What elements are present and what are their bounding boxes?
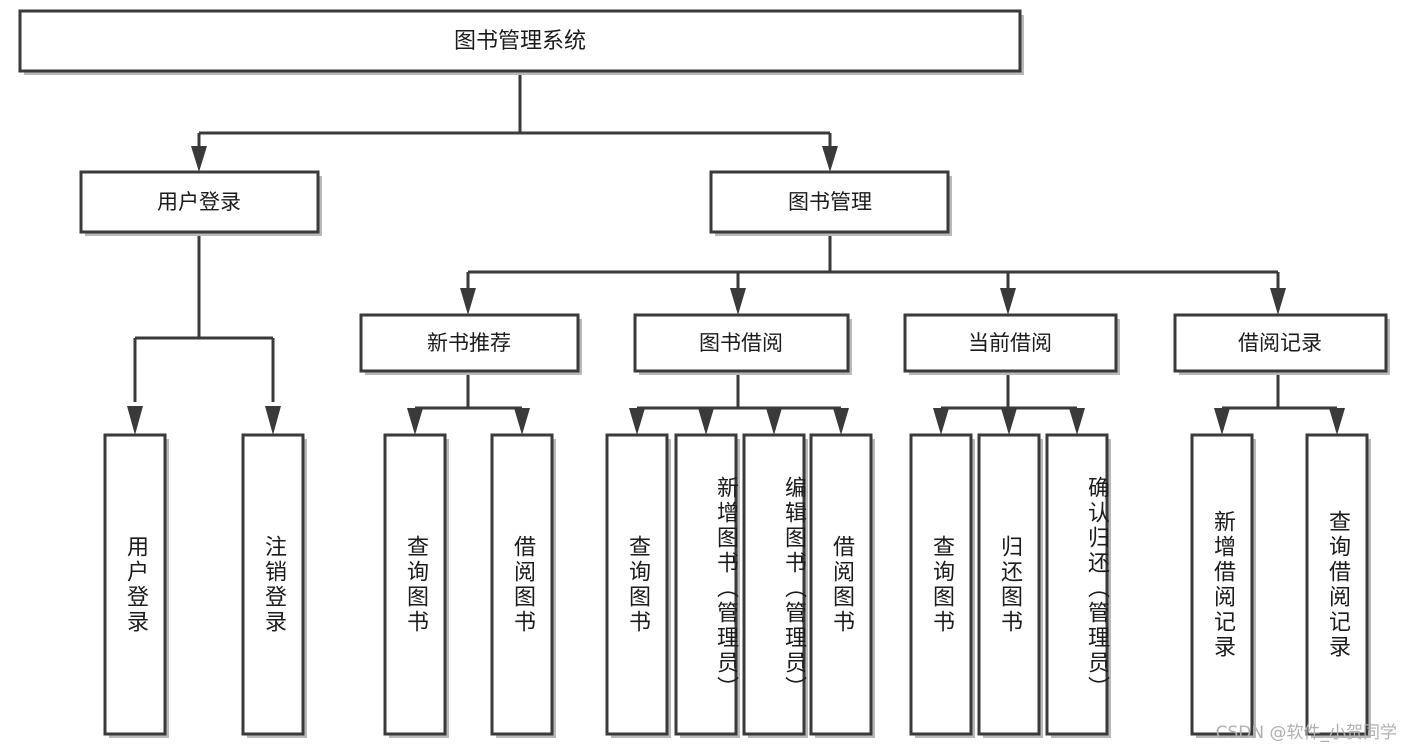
arrow-to-new-book [460, 288, 476, 315]
leaf-box [103, 433, 167, 736]
node-root[interactable]: 图书管理系统 [18, 9, 1024, 75]
leaf-box [241, 433, 305, 736]
arrow-to-current-borrow [1000, 288, 1016, 315]
new-book-label: 新书推荐 [427, 331, 511, 355]
node-new-book-recommend[interactable]: 新书推荐 [359, 313, 582, 375]
arrow-book-borrow-leaf-2 [698, 408, 714, 435]
node-current-borrow[interactable]: 当前借阅 [903, 313, 1120, 375]
arrow-borrow-record-leaf-2 [1329, 408, 1345, 435]
leaf-box [1045, 433, 1109, 736]
leaf-book-borrow-2[interactable] [674, 433, 740, 738]
leaf-user-login-1[interactable] [103, 433, 169, 738]
leaf-box [674, 433, 738, 736]
root-label: 图书管理系统 [454, 29, 586, 54]
leaf-book-borrow-3[interactable] [742, 433, 808, 738]
arrow-current-borrow-leaf-3 [1069, 408, 1085, 435]
leaf-box [809, 433, 873, 736]
connector-layer [127, 74, 1345, 435]
arrow-to-user-login [191, 146, 207, 172]
user-login-label: 用户登录 [157, 190, 241, 214]
user-login-box [79, 170, 320, 234]
leaf-box [605, 433, 669, 736]
arrow-new-book-leaf-2 [514, 408, 530, 435]
leaf-current-borrow-3[interactable] [1045, 433, 1111, 738]
arrow-current-borrow-leaf-1 [933, 408, 949, 435]
leaf-box [1305, 433, 1369, 736]
leaf-box [742, 433, 806, 736]
book-borrow-label: 图书借阅 [699, 331, 783, 355]
node-user-login[interactable]: 用户登录 [79, 170, 322, 236]
arrow-book-borrow-leaf-1 [629, 408, 645, 435]
leaf-box [490, 433, 554, 736]
node-book-management[interactable]: 图书管理 [709, 170, 952, 236]
node-book-borrow[interactable]: 图书借阅 [633, 313, 852, 375]
leaf-new-book-1[interactable] [383, 433, 449, 738]
new-book-box [359, 313, 580, 373]
leaf-book-borrow-1[interactable] [605, 433, 671, 738]
leaf-new-book-2[interactable] [490, 433, 556, 738]
arrow-borrow-record-leaf-1 [1214, 408, 1230, 435]
root-box [18, 9, 1022, 73]
leaf-box [383, 433, 447, 736]
leaf-borrow-record-2[interactable] [1305, 433, 1371, 738]
book-management-label: 图书管理 [788, 190, 872, 214]
leaf-book-borrow-4[interactable] [809, 433, 875, 738]
arrow-current-borrow-leaf-2 [1001, 408, 1017, 435]
leaf-borrow-record-1[interactable] [1190, 433, 1256, 738]
arrow-to-book-mgmt [822, 146, 838, 172]
current-borrow-box [903, 313, 1118, 373]
leaf-current-borrow-1[interactable] [909, 433, 975, 738]
arrow-new-book-leaf-1 [407, 408, 423, 435]
leaf-current-borrow-2[interactable] [977, 433, 1043, 738]
arrow-book-borrow-leaf-3 [766, 408, 782, 435]
book-borrow-box [633, 313, 850, 373]
node-borrow-record[interactable]: 借阅记录 [1173, 313, 1390, 375]
leaf-user-login-2[interactable] [241, 433, 307, 738]
leaf-box [977, 433, 1041, 736]
leaf-box [1190, 433, 1254, 736]
arrow-to-borrow-record [1270, 288, 1286, 315]
arrow-user-login-leaf-1 [127, 406, 143, 435]
arrow-user-login-leaf-2 [265, 406, 281, 435]
leaf-box [909, 433, 973, 736]
arrow-to-book-borrow [730, 288, 746, 315]
borrow-record-label: 借阅记录 [1238, 331, 1322, 355]
borrow-record-box [1173, 313, 1388, 373]
arrow-book-borrow-leaf-4 [833, 408, 849, 435]
current-borrow-label: 当前借阅 [968, 331, 1052, 355]
book-management-box [709, 170, 950, 234]
